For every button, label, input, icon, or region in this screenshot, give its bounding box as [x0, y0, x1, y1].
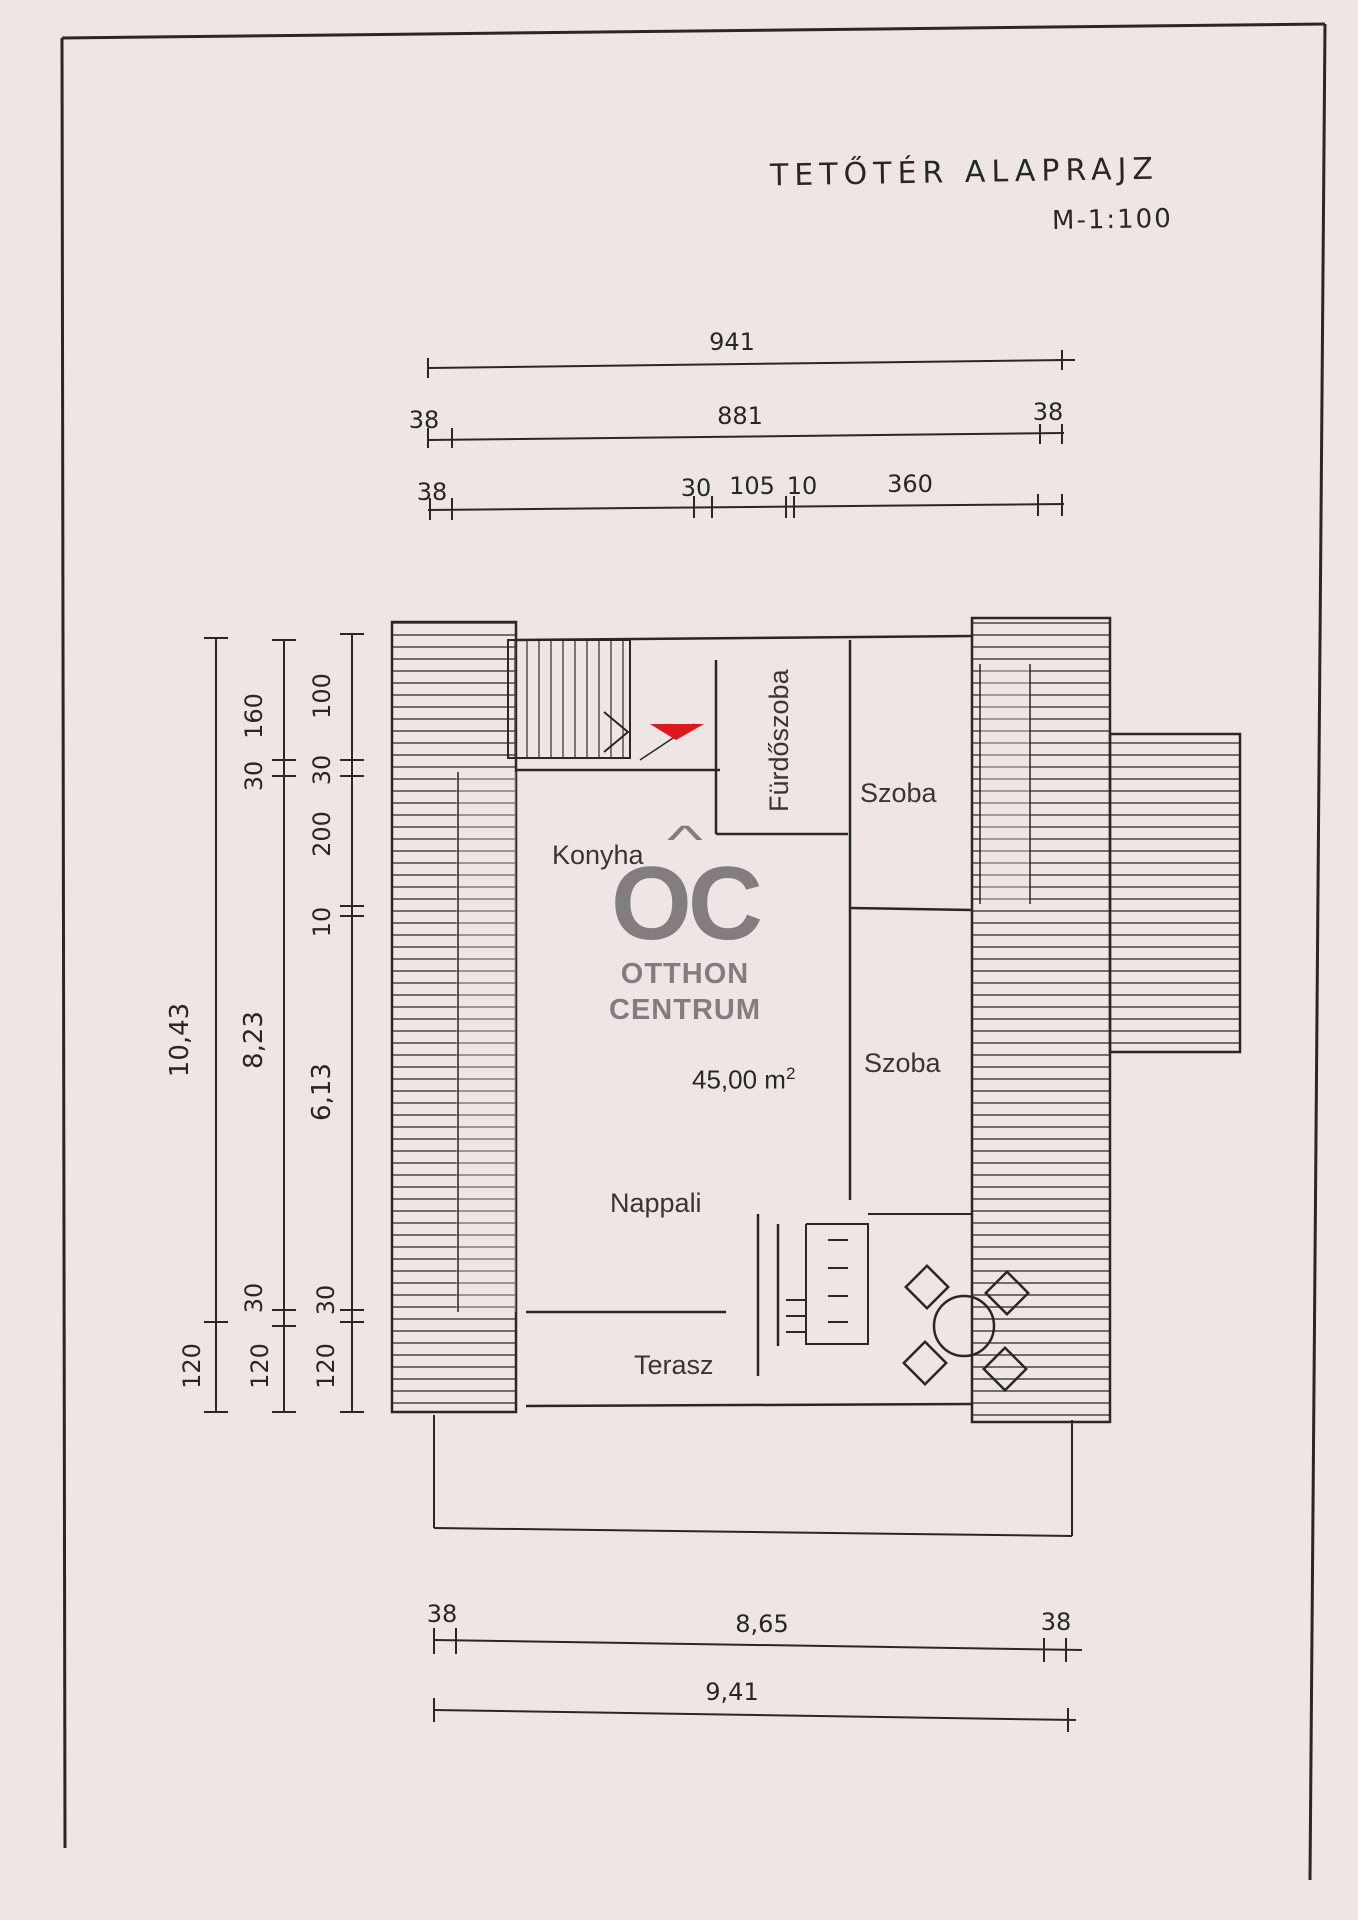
otthon-centrum-watermark: ^ OC OTTHON CENTRUM [600, 820, 770, 1028]
staircase [507, 639, 695, 761]
utility-stair [786, 1213, 972, 1345]
room-label-bedroom-middle: Szoba [864, 1048, 941, 1078]
dim-left-middle: 8,23 [239, 1011, 269, 1069]
dim-top-inner: 881 [717, 402, 763, 430]
watermark-line-2: CENTRUM [609, 994, 761, 1026]
room-label-kitchen: Konyha [552, 840, 644, 870]
room-label-terrace: Terasz [634, 1350, 714, 1380]
watermark-hat-icon: ^ [667, 818, 703, 862]
dim-top-row3-3: 105 [729, 472, 775, 500]
dim-top-total: 941 [709, 328, 755, 356]
sheet-frame [60, 22, 1327, 1881]
dim-top-row3-5: 360 [887, 470, 933, 498]
sheet-scale: M-1:100 [1051, 203, 1174, 237]
bottom-dimension-lines [433, 1415, 1083, 1732]
room-label-bedroom-top: Szoba [860, 778, 937, 808]
dim-top-left-edge: 38 [408, 406, 440, 434]
dim-bottom-inner: 8,65 [735, 1610, 789, 1638]
top-dimension-lines [427, 350, 1075, 520]
dim-bottom-left-edge: 38 [426, 1600, 458, 1628]
dim-left-chain-6: 120 [178, 1343, 206, 1389]
dim-bottom-total: 9,41 [705, 1678, 759, 1706]
roof-hatching-left [390, 620, 518, 1414]
dim-left-living: 6,13 [307, 1063, 337, 1121]
dim-top-right-edge: 38 [1032, 398, 1064, 426]
dim-left-total: 10,43 [165, 1002, 195, 1078]
roof-hatching-right [970, 616, 1242, 1424]
dim-left-chain-2: 30 [240, 760, 268, 792]
watermark-logo: OC [611, 846, 763, 962]
dim-top-row3-4: 10 [786, 472, 818, 500]
dim-left-chain-7: 120 [246, 1343, 274, 1389]
dim-left-chain-8: 120 [312, 1343, 340, 1389]
floor-area-value: 45,00 m [692, 1064, 786, 1095]
floor-area-unit-power: 2 [785, 1064, 796, 1083]
room-label-bathroom: Fürdőszoba [764, 669, 794, 812]
dim-left-chain-5: 30 [240, 1282, 268, 1314]
sheet-title: TETŐTÉR ALAPRAJZ [769, 151, 1160, 194]
dim-left-chain-1: 160 [240, 693, 268, 739]
dim-left-chain-4: 10 [308, 906, 336, 938]
dim-left-chain-11: 30 [312, 1284, 340, 1316]
floor-area-label: 45,00 m2 [692, 1064, 795, 1096]
watermark-line-1: OTTHON [620, 958, 750, 990]
room-label-living-room: Nappali [610, 1188, 702, 1218]
terrace-furniture [902, 1264, 1030, 1392]
dim-top-row3-1: 38 [416, 478, 448, 506]
dim-left-chain-9: 100 [308, 673, 336, 719]
location-marker-icon [650, 724, 704, 740]
dim-left-chain-10: 30 [308, 754, 336, 786]
dim-top-row3-2: 30 [680, 474, 712, 502]
interior-walls [515, 634, 973, 1408]
left-dimension-lines [204, 633, 364, 1413]
dim-bottom-right-edge: 38 [1040, 1608, 1072, 1636]
dim-left-chain-3: 200 [308, 811, 336, 857]
